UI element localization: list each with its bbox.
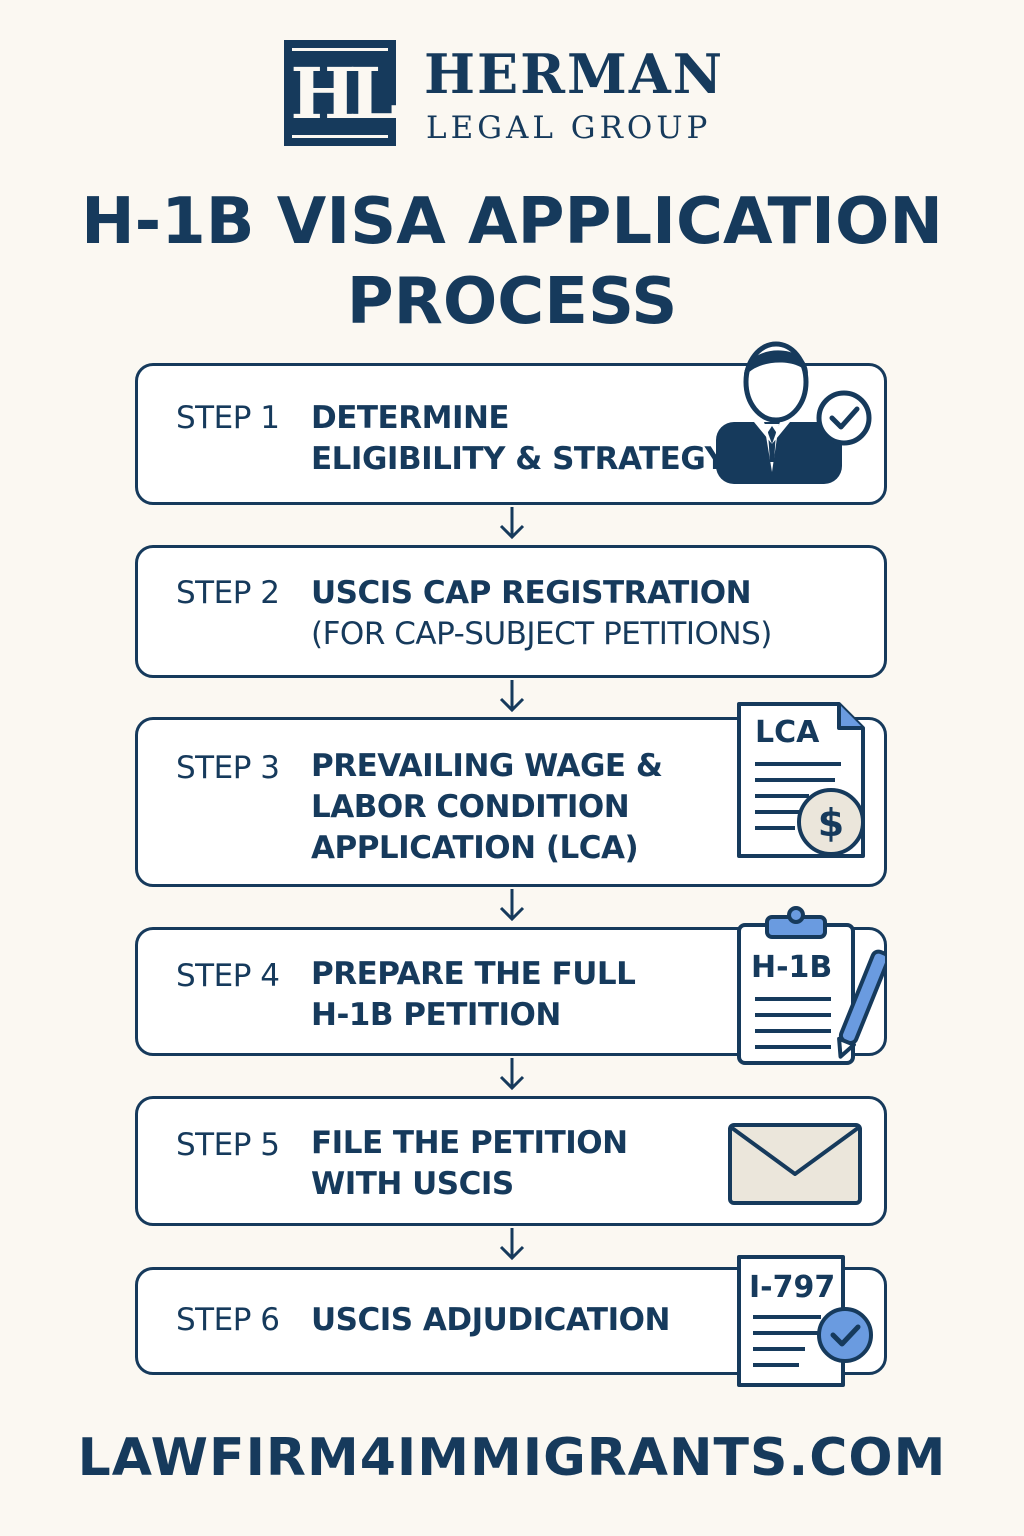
- step-label: STEP 5: [176, 1127, 280, 1163]
- arrow-down-icon: [499, 507, 525, 540]
- lca-icon-label: LCA: [755, 715, 820, 750]
- step-line-2: ELIGIBILITY & STRATEGY: [311, 441, 727, 477]
- step-card-2: STEP 2 USCIS CAP REGISTRATION (FOR CAP-S…: [135, 545, 887, 678]
- step-line-1: PREPARE THE FULL: [311, 956, 636, 992]
- step-line-1: DETERMINE: [311, 400, 510, 436]
- step-label: STEP 3: [176, 750, 280, 786]
- lca-document-icon: LCA $: [737, 702, 865, 858]
- arrow-down-icon: [499, 1058, 525, 1091]
- step-line-2: (FOR CAP-SUBJECT PETITIONS): [311, 616, 772, 652]
- arrow-down-icon: [499, 889, 525, 922]
- step-description: FILE THE PETITION WITH USCIS: [311, 1123, 628, 1205]
- step-label: STEP 2: [176, 575, 280, 611]
- step-line-1: USCIS CAP REGISTRATION: [311, 575, 752, 611]
- step-line-2: LABOR CONDITION: [311, 789, 630, 825]
- step-description: PREVAILING WAGE & LABOR CONDITION APPLIC…: [311, 746, 663, 869]
- envelope-icon: [728, 1123, 862, 1205]
- approval-notice-icon: I-797: [737, 1255, 873, 1387]
- svg-text:$: $: [818, 801, 844, 845]
- page-title-line-1: H-1B VISA APPLICATION: [81, 185, 943, 259]
- step-line-1: USCIS ADJUDICATION: [311, 1302, 670, 1338]
- clipboard-pen-icon: H-1B: [737, 906, 885, 1065]
- arrow-down-icon: [499, 1228, 525, 1261]
- step-description: PREPARE THE FULL H-1B PETITION: [311, 954, 636, 1036]
- page-title-line-2: PROCESS: [346, 265, 678, 339]
- businessman-check-icon: [716, 341, 872, 484]
- firm-subtitle: LEGAL GROUP: [426, 110, 712, 146]
- step-line-1: PREVAILING WAGE &: [311, 748, 663, 784]
- step-line-2: WITH USCIS: [311, 1166, 514, 1202]
- brand-header: HL HERMAN LEGAL GROUP: [284, 40, 744, 146]
- step-label: STEP 4: [176, 958, 280, 994]
- website-url[interactable]: LAWFIRM4IMMIGRANTS.COM: [77, 1428, 947, 1488]
- logo-monogram: HL: [290, 51, 397, 135]
- page-title: H-1B VISA APPLICATION PROCESS: [40, 182, 984, 342]
- step-label: STEP 6: [176, 1302, 280, 1338]
- arrow-down-icon: [499, 680, 525, 713]
- logo-bottom-rule: [292, 135, 388, 138]
- h1b-icon-label: H-1B: [751, 950, 832, 985]
- step-description: USCIS CAP REGISTRATION (FOR CAP-SUBJECT …: [311, 573, 772, 655]
- logo-top-rule: [292, 48, 388, 51]
- step-line-3: APPLICATION (LCA): [311, 830, 639, 866]
- step-label: STEP 1: [176, 400, 280, 436]
- step-description: DETERMINE ELIGIBILITY & STRATEGY: [311, 398, 727, 480]
- step-line-1: FILE THE PETITION: [311, 1125, 628, 1161]
- logo-mark: HL: [284, 40, 398, 146]
- i797-icon-label: I-797: [749, 1270, 835, 1305]
- step-line-2: H-1B PETITION: [311, 997, 561, 1033]
- step-description: USCIS ADJUDICATION: [311, 1300, 670, 1341]
- firm-name: HERMAN: [424, 42, 725, 106]
